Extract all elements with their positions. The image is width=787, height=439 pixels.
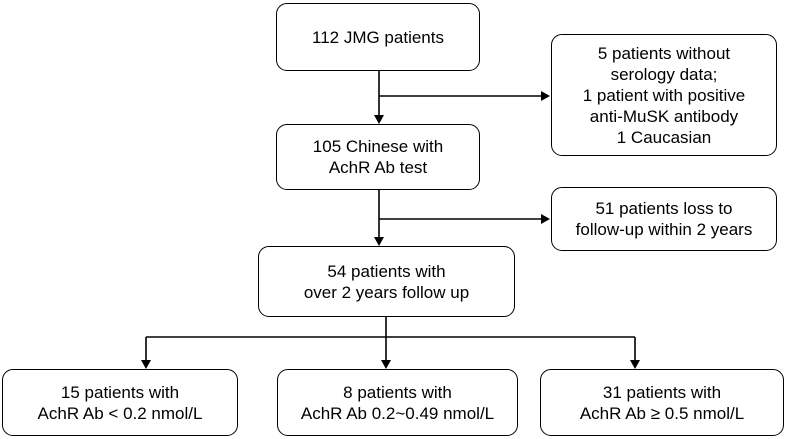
box-line: AchR Ab < 0.2 nmol/L (37, 403, 203, 423)
box-line: follow-up within 2 years (575, 220, 753, 239)
box-line: anti-MuSK antibody (589, 106, 739, 126)
arrow-to-excluded-head (541, 91, 550, 101)
box-line: 51 patients loss to (595, 199, 733, 218)
box-group-low: 15 patients with AchR Ab < 0.2 nmol/L (2, 369, 238, 436)
box-line: serology data; (610, 64, 718, 84)
box-line: 31 patients with (602, 382, 722, 402)
box-line: over 2 years follow up (303, 282, 470, 302)
box-line: 15 patients with (60, 382, 180, 402)
arrow-to-mid-head (381, 360, 391, 369)
box-followed-up: 54 patients with over 2 years follow up (258, 246, 515, 317)
box-line: 8 patients with (343, 382, 452, 402)
arrow-all-to-chinese-head (374, 115, 384, 124)
box-lost-followup: 51 patients loss to follow-up within 2 y… (551, 187, 777, 251)
arrow-to-low-head (141, 360, 151, 369)
box-line: 1 Caucasian (616, 127, 712, 147)
box-line: AchR Ab ≥ 0.5 nmol/L (579, 403, 745, 423)
box-line: 105 Chinese with (312, 137, 444, 156)
box-line: AchR Ab 0.2~0.49 nmol/L (300, 403, 495, 423)
box-group-mid: 8 patients with AchR Ab 0.2~0.49 nmol/L (277, 369, 518, 436)
arrow-to-lost-head (541, 214, 550, 224)
box-chinese-tested: 105 Chinese with AchR Ab test (276, 124, 480, 190)
arrow-to-high-head (630, 360, 640, 369)
box-line: 1 patient with positive (582, 85, 746, 105)
arrow-chinese-to-followed-head (374, 237, 384, 246)
box-group-high: 31 patients with AchR Ab ≥ 0.5 nmol/L (540, 369, 784, 436)
box-line: AchR Ab test (328, 158, 428, 177)
box-line: 54 patients with (327, 261, 446, 281)
box-line: 5 patients without (597, 43, 731, 63)
box-line: 112 JMG patients (312, 27, 444, 47)
box-all-patients: 112 JMG patients (276, 3, 480, 71)
box-excluded-first: 5 patients without serology data; 1 pati… (551, 34, 777, 156)
